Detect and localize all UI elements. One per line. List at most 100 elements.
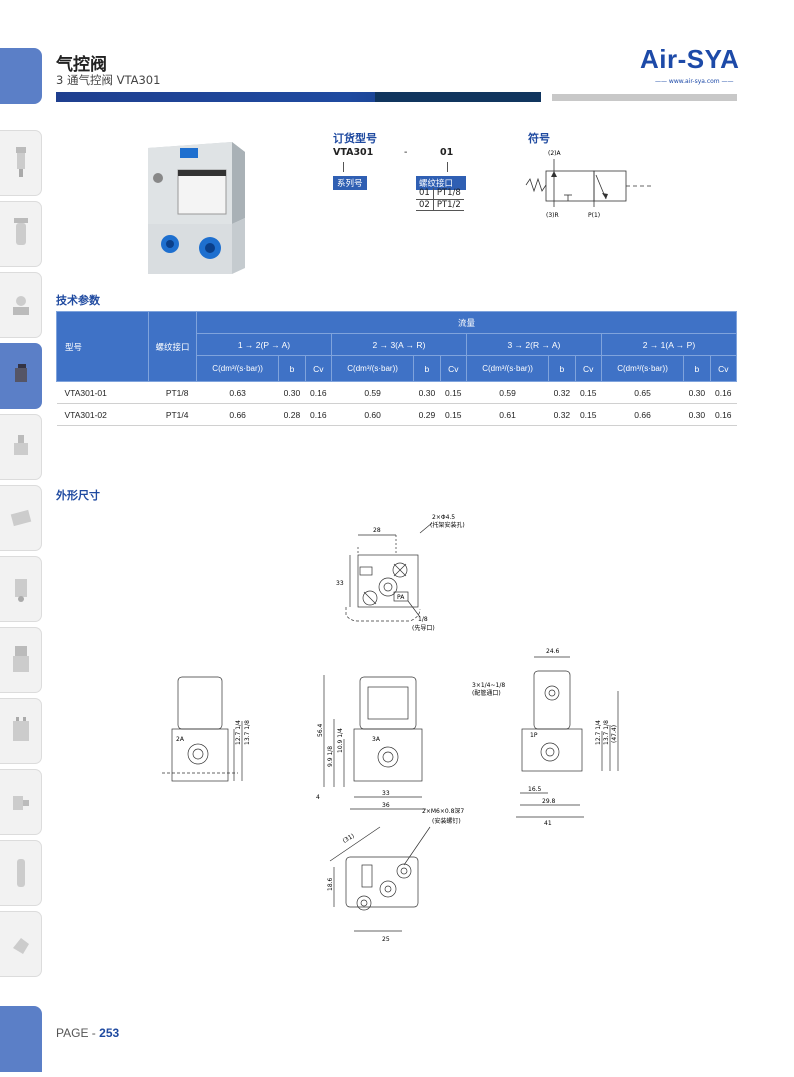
col-c: C(dm³/(s·bar)) xyxy=(600,355,685,382)
dim-right-127: 12.7 1/4 xyxy=(595,720,602,745)
cell-value: 0.15 xyxy=(440,381,467,404)
front-view-drawing xyxy=(323,675,426,810)
category-block-icon[interactable] xyxy=(0,485,42,551)
dim-top-pa: PA xyxy=(397,594,405,601)
col-thread: 螺纹接口 xyxy=(148,311,197,382)
dim-top-pilot-note: (先导口) xyxy=(412,624,435,632)
cell-value: 0.61 xyxy=(466,403,549,426)
dim-bot-186: 18.6 xyxy=(327,877,334,891)
dim-top-28: 28 xyxy=(373,527,381,534)
category-solenoid-icon[interactable] xyxy=(0,414,42,480)
dim-mid-564: 56.4 xyxy=(317,723,324,737)
dim-bot-screw-note: (安装螺钉) xyxy=(432,817,461,825)
dimensions-title: 外形尺寸 xyxy=(56,489,100,502)
header-bar-grey xyxy=(552,94,737,101)
dim-right-298: 29.8 xyxy=(542,798,556,805)
dim-right-1p: 1P xyxy=(530,732,538,739)
dim-bot-25: 25 xyxy=(382,936,390,943)
cell-value: 0.15 xyxy=(575,403,602,426)
col-cv: Cv xyxy=(709,355,738,382)
dim-right-474: (47.4) xyxy=(611,725,618,743)
cell-value: 0.30 xyxy=(278,381,306,404)
table-row: VTA301-01 PT1/8 0.63 0.30 0.16 0.59 0.30… xyxy=(56,381,737,404)
product-image xyxy=(148,142,245,274)
dim-bot-31: (31) xyxy=(342,833,356,845)
col-c: C(dm³/(s·bar)) xyxy=(465,355,550,382)
category-switch-icon[interactable] xyxy=(0,556,42,622)
ordering-model: VTA301 xyxy=(333,147,374,158)
table-header-row: 1 → 2(P → A) 2 → 3(A → R) 3 → 2(R → A) 2… xyxy=(57,333,738,356)
dim-bot-screw: 2×M6×0.8深7 xyxy=(422,807,464,815)
col-flow-path: 3 → 2(R → A) xyxy=(465,333,602,356)
col-model: 型号 xyxy=(56,311,149,382)
category-regulator-icon[interactable] xyxy=(0,272,42,338)
cell-value: 0.63 xyxy=(196,381,279,404)
category-accessory-icon[interactable] xyxy=(0,911,42,977)
thread-option-value: PT1/2 xyxy=(433,199,464,211)
col-b: b xyxy=(278,355,306,382)
col-b: b xyxy=(548,355,576,382)
page-number: PAGE - 253 xyxy=(56,1026,119,1040)
category-valve-icon[interactable] xyxy=(0,343,42,409)
dim-top-hole: 2×Φ4.5 xyxy=(432,514,455,521)
ordering-dash: - xyxy=(404,147,408,158)
dim-top-hole-note: (托架安装孔) xyxy=(430,521,465,529)
cell-thread: PT1/8 xyxy=(148,381,197,404)
table-header-row: 型号 螺纹接口 流量 xyxy=(56,311,737,382)
category-cylinder-icon[interactable] xyxy=(0,698,42,764)
category-filter-icon[interactable] xyxy=(0,130,42,196)
tech-params-title: 技术参数 xyxy=(56,294,100,307)
cell-thread: PT1/4 xyxy=(148,403,197,426)
dim-mid-33: 33 xyxy=(382,790,390,797)
category-silencer-icon[interactable] xyxy=(0,840,42,906)
cell-value: 0.60 xyxy=(331,403,414,426)
col-flow-path: 2 → 3(A → R) xyxy=(330,333,467,356)
cell-value: 0.28 xyxy=(278,403,306,426)
page-subtitle: 3 通气控阀 VTA301 xyxy=(56,73,161,87)
cell-value: 0.59 xyxy=(466,381,549,404)
ordering-code: 01 xyxy=(440,147,454,158)
cell-value: 0.65 xyxy=(601,381,684,404)
col-flow: 流量 xyxy=(196,311,737,334)
dim-right-41: 41 xyxy=(544,820,552,827)
thread-option-code: 02 xyxy=(416,199,434,211)
cell-value: 0.66 xyxy=(601,403,684,426)
col-flow-path: 1 → 2(P → A) xyxy=(196,333,332,356)
cell-value: 0.59 xyxy=(331,381,414,404)
tech-params-table: 型号 螺纹接口 流量 1 → 2(P → A) 2 → 3(A → R) 3 →… xyxy=(56,311,738,426)
page-label: PAGE - xyxy=(56,1026,96,1040)
cell-value: 0.16 xyxy=(710,403,737,426)
header-bar-blue xyxy=(56,92,541,102)
category-lubricator-icon[interactable] xyxy=(0,201,42,267)
category-fitting-icon[interactable] xyxy=(0,769,42,835)
thread-option-code: 01 xyxy=(416,188,434,200)
left-view-drawing xyxy=(162,676,243,782)
dim-mid-4: 4 xyxy=(316,794,320,801)
dim-mid-36: 36 xyxy=(382,802,390,809)
side-tab-bottom xyxy=(0,1006,42,1072)
dim-top-33: 33 xyxy=(336,580,344,587)
col-cv: Cv xyxy=(304,355,332,382)
cell-value: 0.32 xyxy=(548,381,576,404)
col-cv: Cv xyxy=(439,355,467,382)
col-b: b xyxy=(683,355,711,382)
dim-left-137: 13.7 1/8 xyxy=(244,720,251,745)
cell-value: 0.32 xyxy=(548,403,576,426)
dim-top-pilot: 1/8 xyxy=(418,616,428,623)
header-bar-dark xyxy=(375,92,541,102)
side-tab-top xyxy=(0,48,42,104)
ordering-title: 订货型号 xyxy=(333,132,377,145)
ordering-tick-thread xyxy=(447,162,448,172)
ordering-tick-series xyxy=(343,162,344,172)
dim-mid-109: 10.9 1/4 xyxy=(337,728,344,753)
category-manifold-icon[interactable] xyxy=(0,627,42,693)
dim-mid-3a: 3A xyxy=(372,736,381,743)
dim-right-ports-note: (配管通口) xyxy=(472,689,501,697)
dim-left-2a: 2A xyxy=(176,736,185,743)
cell-model: VTA301-02 xyxy=(56,403,149,426)
dim-right-137: 13.7 1/8 xyxy=(603,720,610,745)
dim-mid-99: 9.9 1/8 xyxy=(327,746,334,767)
